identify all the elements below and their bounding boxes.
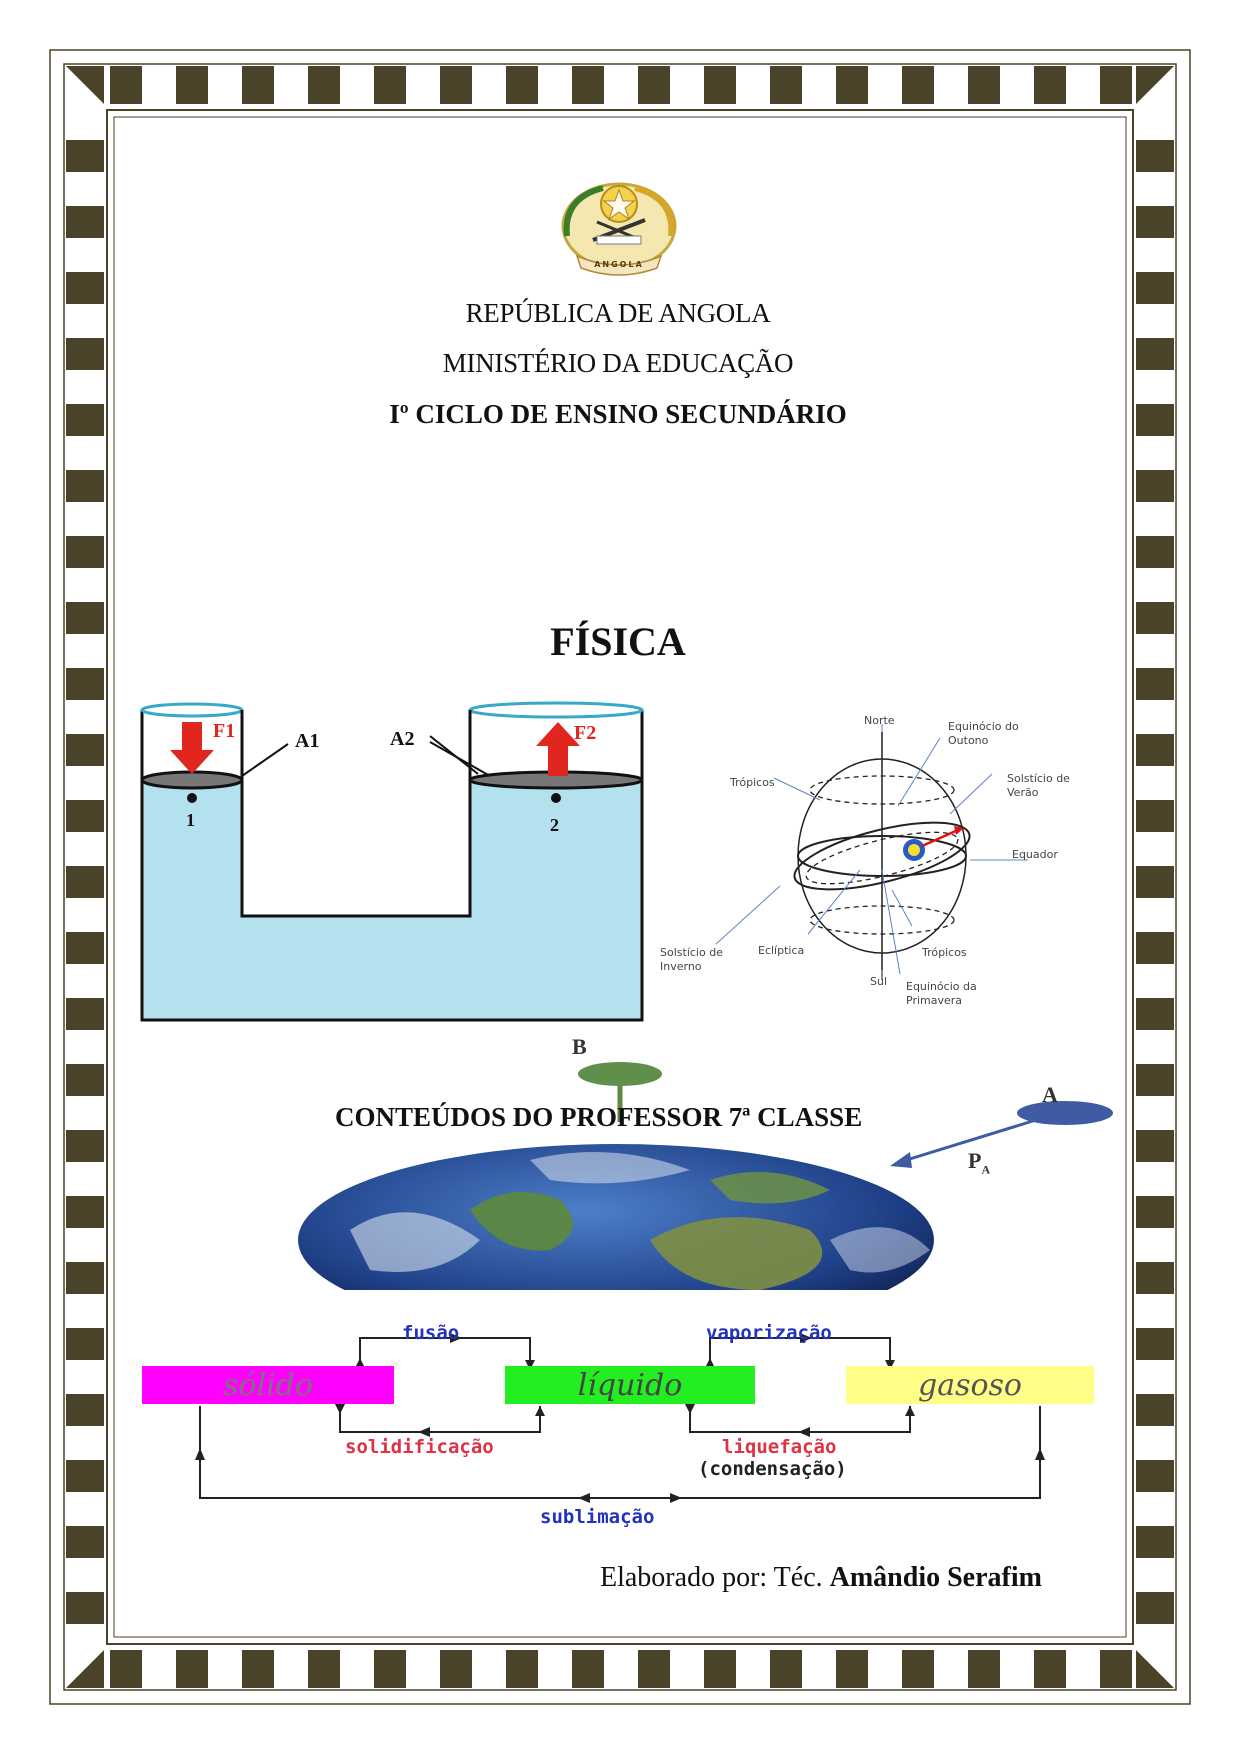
transition-condensation: (condensação): [698, 1458, 847, 1480]
force-label-f1: F1: [213, 720, 236, 742]
label-south: Sul: [870, 975, 888, 988]
state-box-solid: sólido: [142, 1366, 394, 1404]
label-summer-solstice: Solstício de Verão: [1007, 772, 1070, 799]
header-republic: REPÚBLICA DE ANGOLA: [465, 298, 771, 328]
celestial-sphere-diagram: [715, 724, 1028, 980]
author-credit: Elaborado por: Téc. Amândio Serafim: [600, 1562, 1042, 1594]
label-winter-solstice: Solstício de Inverno: [660, 946, 723, 973]
author-name: Amândio Serafim: [829, 1562, 1042, 1593]
point-label-1: 1: [186, 810, 195, 830]
area-label-a1: A1: [295, 730, 320, 752]
label-north: Norte: [864, 714, 895, 727]
earth-gravity-illustration: [298, 1062, 1113, 1290]
transition-solidification: solidificação: [345, 1436, 494, 1458]
hydraulic-press-diagram: [140, 701, 644, 1022]
states-of-matter-arrows: [195, 1333, 1045, 1503]
transition-vaporization: vaporização: [706, 1322, 832, 1344]
weight-vector-label: PA: [968, 1148, 991, 1177]
area-label-a2: A2: [390, 728, 415, 750]
force-label-f2: F2: [574, 722, 597, 744]
label-ecliptic: Eclíptica: [758, 944, 805, 957]
label-autumn-equinox: Equinócio do Outono: [948, 720, 1019, 747]
author-prefix: Elaborado por: Téc.: [600, 1562, 823, 1593]
page-subtitle: CONTEÚDOS DO PROFESSOR 7ª CLASSE: [335, 1102, 863, 1132]
label-tropics-top: Trópicos: [730, 776, 775, 789]
point-label-2: 2: [550, 815, 559, 835]
label-equator: Equador: [1012, 848, 1058, 861]
body-label-b: B: [572, 1034, 587, 1059]
header-ministry: MINISTÉRIO DA EDUCAÇÃO: [442, 348, 794, 378]
angola-emblem: [561, 182, 677, 276]
transition-sublimation: sublimação: [540, 1506, 655, 1528]
label-spring-equinox: Equinócio da Primavera: [906, 980, 977, 1007]
state-box-gas: gasoso: [846, 1366, 1094, 1404]
emblem-ribbon-text: ANGOLA: [594, 260, 644, 269]
page-title: FÍSICA: [550, 619, 686, 664]
state-box-liquid: líquido: [505, 1366, 755, 1404]
transition-fusion: fusão: [402, 1322, 460, 1344]
header-cycle: Iº CICLO DE ENSINO SECUNDÁRIO: [389, 399, 847, 429]
transition-liquefaction: liquefação: [722, 1436, 837, 1458]
label-tropics-bottom: Trópicos: [922, 946, 967, 959]
body-label-a: A: [1042, 1082, 1058, 1107]
